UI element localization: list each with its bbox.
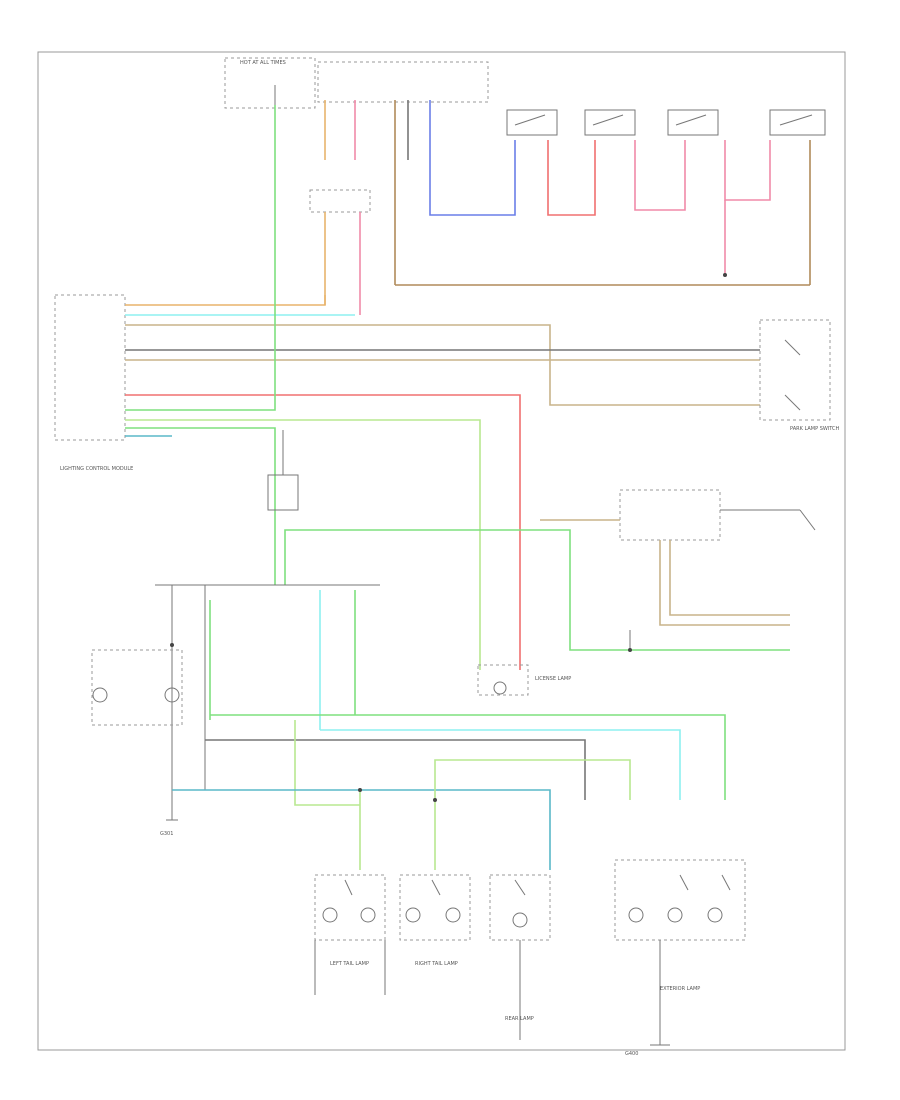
right-tail-label: RIGHT TAIL LAMP	[415, 961, 458, 967]
center-bus	[155, 584, 726, 870]
relay-2	[584, 109, 636, 136]
top-wires	[324, 100, 811, 286]
hot-at-all-times-fuse: HOT AT ALL TIMES	[224, 57, 316, 109]
ground-right-label: G400	[625, 1051, 638, 1057]
relay-3	[667, 109, 719, 136]
right-tail-lamp: RIGHT TAIL LAMP	[399, 874, 471, 967]
left-tail-label: LEFT TAIL LAMP	[330, 961, 369, 967]
ground-left-label: G301	[160, 831, 173, 837]
top-relays	[506, 109, 826, 136]
license-lamp: LICENSE LAMP	[477, 664, 571, 696]
license-lamp-label: LICENSE LAMP	[535, 676, 571, 682]
relay-1	[506, 109, 558, 136]
hot-at-all-times-label: HOT AT ALL TIMES	[240, 60, 286, 66]
lcm-label: LIGHTING CONTROL MODULE	[60, 466, 133, 472]
module-wires	[125, 105, 760, 670]
center-fuse	[267, 474, 299, 511]
rear-lamp: REAR LAMP	[489, 874, 551, 1022]
left-front-lamp	[91, 649, 183, 726]
diagram-frame	[37, 51, 846, 1051]
green-wire-right	[284, 529, 790, 651]
left-tail-lamp: LEFT TAIL LAMP	[314, 874, 386, 967]
lighting-control-module: LIGHTING CONTROL MODULE	[54, 294, 133, 472]
ground-left: G301	[160, 815, 178, 837]
connector-c1	[309, 189, 371, 213]
splice-points	[170, 273, 727, 802]
exterior-lamp-label: EXTERIOR LAMP	[660, 986, 700, 992]
multifunction-switch	[540, 489, 816, 626]
relay-4	[769, 109, 826, 136]
park-lamp-switch-label: PARK LAMP SWITCH	[790, 426, 840, 432]
bottom-grounds: G400	[314, 940, 670, 1057]
rear-lamp-label: REAR LAMP	[505, 1016, 534, 1022]
exterior-lamp: EXTERIOR LAMP	[614, 859, 746, 992]
park-lamp-switch: PARK LAMP SWITCH	[759, 319, 840, 432]
power-distribution-box	[317, 61, 489, 103]
